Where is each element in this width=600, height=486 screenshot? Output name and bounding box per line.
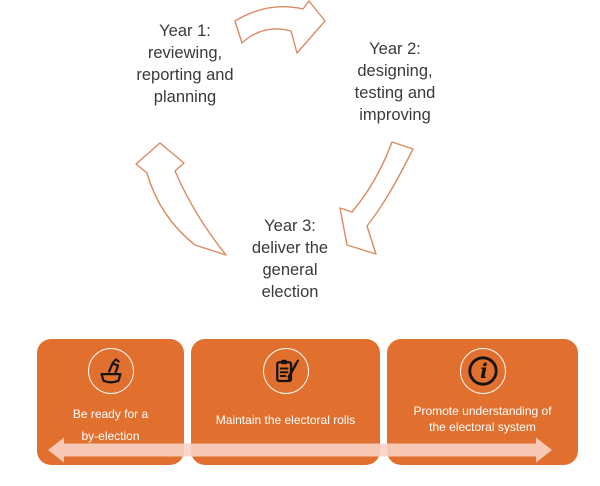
electoral-roll-icon: [262, 348, 309, 394]
year2-line: designing,: [357, 62, 433, 80]
year1-line: reporting and: [136, 66, 234, 84]
curved-arrow-year2-to-year3-icon: [339, 141, 414, 255]
curved-arrow-year1-to-year2-icon: [234, 0, 326, 54]
year2-line: testing and: [354, 84, 436, 102]
year1-line: planning: [153, 88, 217, 106]
year2-line: improving: [359, 106, 431, 124]
year3-line: election: [261, 283, 319, 301]
year1-label: Year 1: reviewing, reporting and plannin…: [100, 20, 270, 108]
year3-label: Year 3: deliver the general election: [210, 215, 370, 303]
svg-text:i: i: [479, 359, 487, 383]
year3-line: deliver the: [251, 239, 329, 257]
year3-line: general: [262, 261, 318, 279]
panel-by-election-label: Be ready for a by-election: [72, 407, 149, 443]
panel-promote-understanding-label: Promote understanding of the electoral s…: [413, 404, 552, 434]
year3-line: Year 3:: [264, 217, 316, 235]
year1-line: reviewing,: [147, 44, 223, 62]
three-year-span-double-arrow-icon: [48, 437, 552, 463]
year1-line: Year 1:: [159, 22, 211, 40]
year2-label: Year 2: designing, testing and improving: [315, 38, 475, 126]
info-icon: i: [459, 348, 506, 394]
panel-electoral-rolls-label: Maintain the electoral rolls: [215, 413, 356, 427]
ballot-box-icon: [87, 348, 134, 394]
year2-line: Year 2:: [369, 40, 421, 58]
curved-arrow-year3-to-year1-icon: [135, 142, 227, 256]
